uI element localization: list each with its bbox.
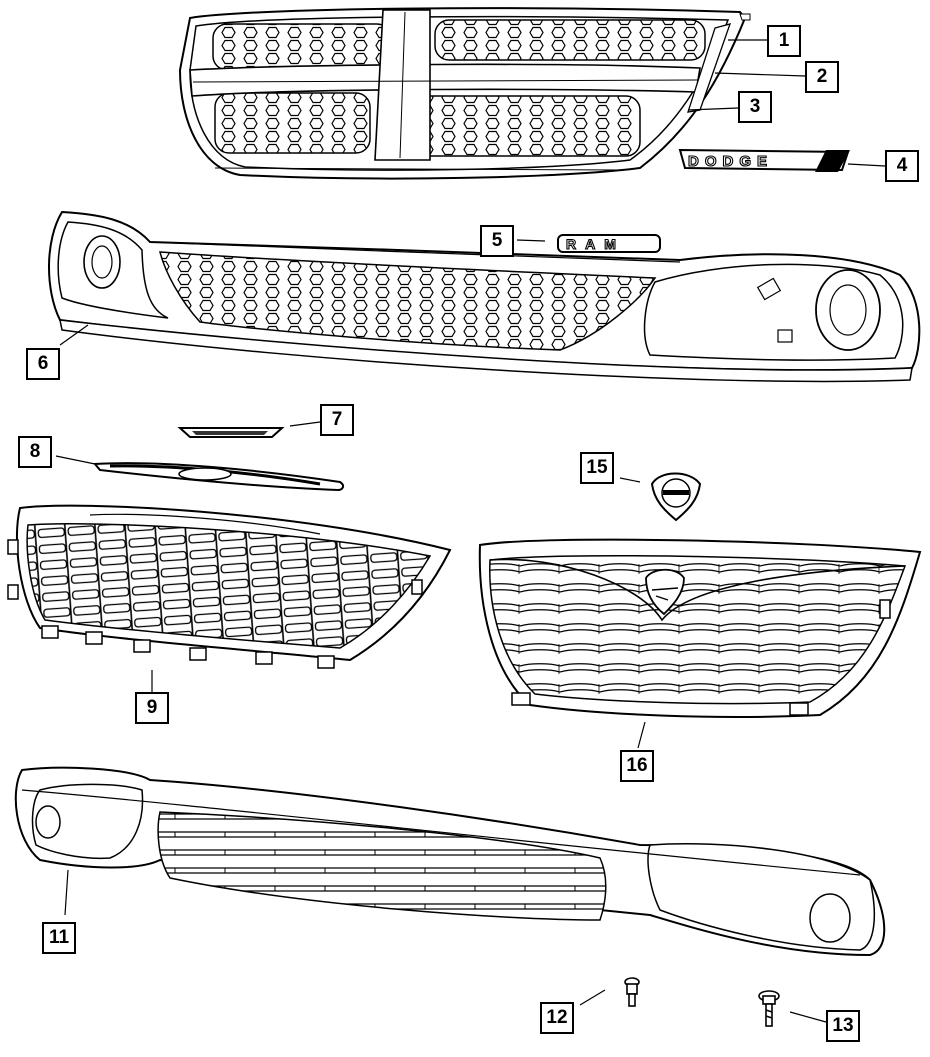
dodge-nameplate-text: DODGE (688, 153, 773, 170)
callout-6: 6 (26, 348, 60, 380)
push-pin-fastener (624, 977, 640, 1007)
callout-8: 8 (18, 436, 52, 468)
callout-1: 1 (767, 25, 801, 57)
dodge-nameplate: DODGE (678, 148, 850, 172)
ram-nameplate: RAM (557, 234, 661, 253)
upper-grille-dodge (178, 7, 751, 180)
wing-emblem (92, 462, 345, 492)
callout-12: 12 (540, 1002, 574, 1034)
callout-13: 13 (826, 1010, 860, 1042)
callout-5: 5 (480, 225, 514, 257)
callout-3: 3 (738, 91, 772, 123)
callout-2: 2 (805, 61, 839, 93)
chrome-slat-grille (478, 538, 922, 718)
callout-16: 16 (620, 750, 654, 782)
callout-4: 4 (885, 150, 919, 182)
lower-fascia-grille (48, 210, 921, 383)
callout-15: 15 (580, 452, 614, 484)
lower-bumper-grille (14, 766, 886, 957)
chrome-badge-strip (177, 427, 285, 438)
callout-11: 11 (42, 922, 76, 954)
hex-screw (758, 990, 780, 1027)
round-badge (650, 472, 702, 522)
callout-9: 9 (135, 692, 169, 724)
callout-7: 7 (320, 404, 354, 436)
slatted-grille (7, 504, 452, 669)
ram-nameplate-text: RAM (566, 236, 625, 252)
